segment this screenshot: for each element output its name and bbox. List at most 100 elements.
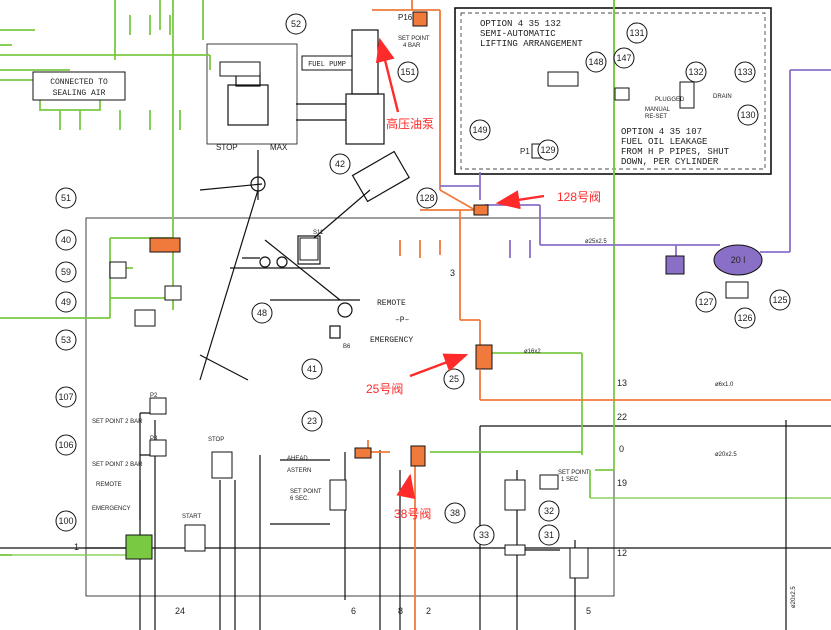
component-bubble <box>416 187 438 209</box>
component-number: 31 <box>544 530 554 540</box>
valve-126 <box>725 281 749 299</box>
sealing-air-line2: SEALING AIR <box>53 89 106 98</box>
valve-bottom <box>569 547 589 579</box>
label-emergency-small: EMERGENCY <box>92 506 131 512</box>
label-b6: B6 <box>343 344 351 350</box>
component-bubble <box>251 302 273 324</box>
component-number: 25 <box>449 374 459 384</box>
valve-100 <box>125 534 153 560</box>
label-pipe-20x2-5-vert: ø20x2.5 <box>791 586 797 608</box>
component-bubble <box>734 61 756 83</box>
annotation-v25: 25号阀 <box>366 382 403 396</box>
valve-147 <box>614 87 630 101</box>
component-bubble <box>685 61 707 83</box>
fuel-pump-box <box>301 55 353 71</box>
label-remote-small: REMOTE <box>96 482 122 488</box>
label-plugged: PLUGGED <box>655 97 685 103</box>
component-number: 131 <box>629 28 644 38</box>
component-bubble <box>55 434 77 456</box>
valve-151 <box>412 11 428 27</box>
valve-manual <box>679 81 695 109</box>
valve-148 <box>547 71 579 87</box>
valve-106 <box>149 439 167 457</box>
valve-38 <box>410 445 426 467</box>
component-number: 52 <box>291 19 301 29</box>
label-p2: P2 <box>150 393 158 399</box>
valve-25 <box>475 344 493 370</box>
label-setpoint-1sec-2: 1 SEC <box>561 477 579 483</box>
line-numbers: 13 22 0 19 12 3 1 24 6 8 2 5 <box>74 268 627 616</box>
label-setpoint-4bar-1: SET POINT <box>398 36 430 42</box>
valve-52 <box>219 61 261 77</box>
label-ahead: AHEAD <box>287 456 308 462</box>
label-drain: DRAIN <box>713 94 732 100</box>
component-bubble <box>285 13 307 35</box>
component-number: 132 <box>688 67 703 77</box>
component-bubble <box>626 22 648 44</box>
line-number: 0 <box>619 444 624 454</box>
component-bubble <box>301 410 323 432</box>
component-bubble <box>537 139 559 161</box>
component-number: 38 <box>450 508 460 518</box>
label-setpoint-6sec-1: SET POINT <box>290 489 322 495</box>
orange-lines <box>367 0 831 630</box>
component-bubble <box>55 261 77 283</box>
label-p-mark: –P– <box>395 316 410 325</box>
component-number: 125 <box>772 295 787 305</box>
label-pipe-6x1: ø6x1.0 <box>715 382 734 388</box>
valve-ahead <box>329 479 347 511</box>
sealing-air-line1: CONNECTED TO <box>50 78 108 87</box>
component-number: 33 <box>479 530 489 540</box>
line-number: 6 <box>351 606 356 616</box>
component-number: 106 <box>58 440 73 450</box>
component-bubble <box>473 524 495 546</box>
component-number: 100 <box>58 516 73 526</box>
component-bubble <box>734 307 756 329</box>
valve-s11 <box>299 237 319 261</box>
label-pipe-25x2-5: ø25x2.5 <box>585 239 607 245</box>
valve-start <box>184 524 206 552</box>
line-number: 12 <box>617 548 627 558</box>
fuel-pump-label: FUEL PUMP <box>308 61 346 69</box>
label-pipe-16x2: ø16x2 <box>524 349 541 355</box>
component-number: 48 <box>257 308 267 318</box>
tank-125 <box>713 244 763 276</box>
option-132-line3: LIFTING ARRANGEMENT <box>480 39 583 49</box>
misc-labels: P16 SET POINT 4 BAR STOP MAX PLUGGED MAN… <box>92 13 797 608</box>
valve-59 <box>109 261 127 279</box>
line-number: 2 <box>426 606 431 616</box>
valve-31 <box>504 544 526 556</box>
option-132-line2: SEMI-AUTOMATIC <box>480 29 556 39</box>
line-number: 13 <box>617 378 627 388</box>
component-number: 148 <box>588 57 603 67</box>
line-number: 24 <box>175 606 185 616</box>
component-bubble <box>55 510 77 532</box>
label-setpoint-1sec-1: SET POINT <box>558 470 590 476</box>
component-number: 107 <box>58 392 73 402</box>
valve-33 <box>504 479 526 511</box>
component-number: 32 <box>544 506 554 516</box>
component-number: 126 <box>737 313 752 323</box>
valves <box>109 11 749 579</box>
label-setpoint-2bar-b: SET POINT 2 BAR <box>92 462 143 468</box>
component-number: 41 <box>307 364 317 374</box>
component-number: 151 <box>400 67 415 77</box>
component-number: 128 <box>419 193 434 203</box>
valve-128 <box>473 204 489 216</box>
component-number: 147 <box>616 53 631 63</box>
annotations: 高压油泵 128号阀 25号阀 38号阀 <box>366 37 601 521</box>
label-p16: P16 <box>398 13 413 22</box>
tank-label: 20 l <box>731 255 746 265</box>
label-start: START <box>182 514 201 520</box>
component-number: 23 <box>307 416 317 426</box>
label-setpoint-6sec-2: 6 SEC. <box>290 496 309 502</box>
label-max: MAX <box>270 143 288 152</box>
label-remote: REMOTE <box>377 299 406 308</box>
line-number: 8 <box>398 606 403 616</box>
component-number: 40 <box>61 235 71 245</box>
component-bubble <box>55 187 77 209</box>
valve-53 <box>134 309 156 327</box>
label-p3: P3 <box>150 436 158 442</box>
option-107-line3: FROM H P PIPES, SHUT <box>621 147 730 157</box>
